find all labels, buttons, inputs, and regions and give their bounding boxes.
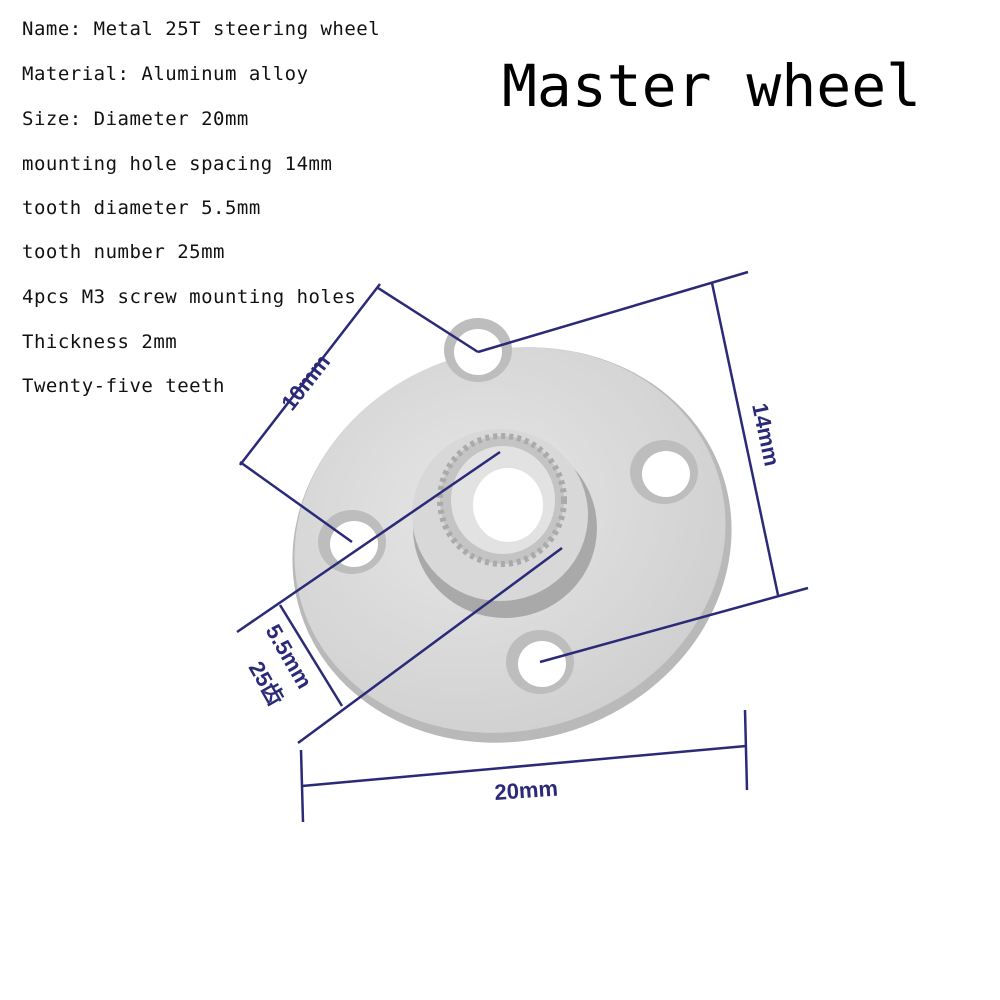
dim-label-10mm: 10mm [276, 350, 335, 416]
wheel-disc [292, 318, 732, 743]
spec-hole-spacing: mounting hole spacing 14mm [22, 153, 333, 175]
spec-size: Size: Diameter 20mm [22, 108, 249, 130]
splined-hub [412, 429, 597, 618]
spec-tooth-diameter: tooth diameter 5.5mm [22, 197, 261, 219]
spec-name: Name: Metal 25T steering wheel [22, 18, 381, 40]
spec-teeth: Twenty-five teeth [22, 375, 225, 397]
spec-tooth-number: tooth number 25mm [22, 241, 225, 263]
spec-thickness: Thickness 2mm [22, 331, 178, 353]
dimension-lines [236, 270, 809, 823]
dim-label-14mm: 14mm [747, 401, 785, 468]
title: Master wheel [502, 52, 922, 120]
spec-mounting-holes: 4pcs M3 screw mounting holes [22, 286, 357, 308]
dim-label-20mm: 20mm [494, 776, 559, 805]
spec-material: Material: Aluminum alloy [22, 63, 309, 85]
